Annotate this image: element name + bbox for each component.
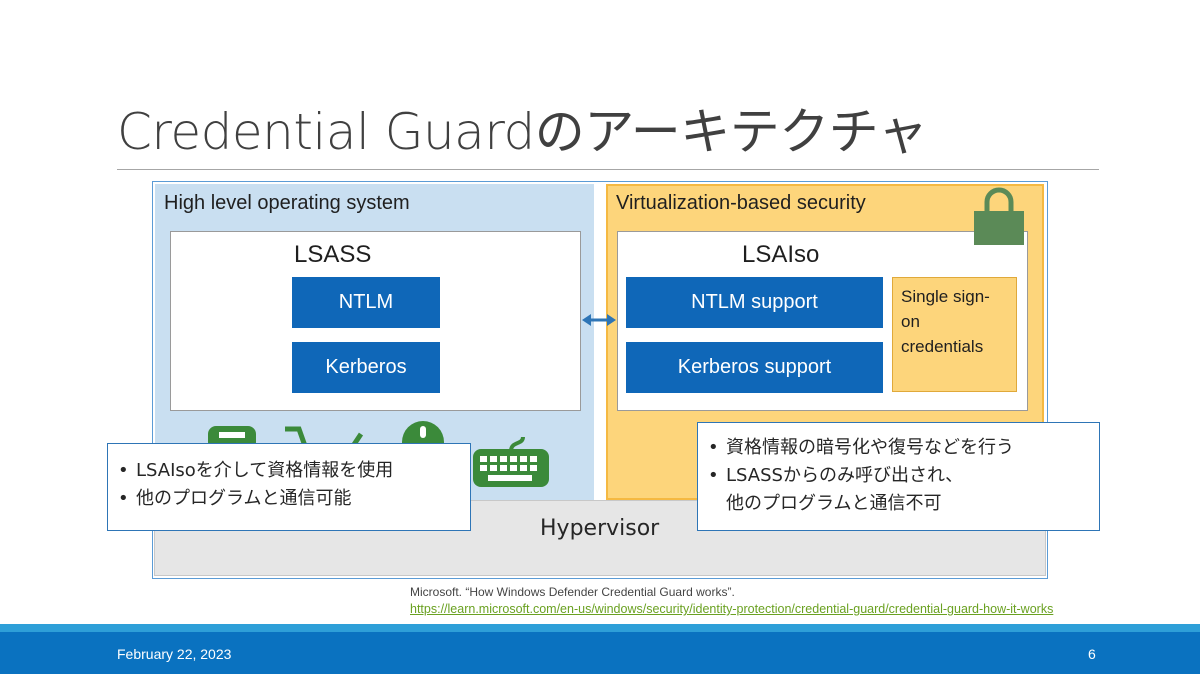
callout-bullet: 資格情報の暗号化や復号などを行う bbox=[708, 434, 1089, 462]
callout-bullet: LSAIsoを介して資格情報を使用 bbox=[118, 457, 460, 485]
source-link[interactable]: https://learn.microsoft.com/en-us/window… bbox=[410, 602, 1054, 616]
kerberos-component: Kerberos bbox=[292, 342, 440, 393]
bidirectional-arrow-icon bbox=[582, 314, 616, 326]
sso-line: credentials bbox=[901, 337, 984, 356]
sso-line: on bbox=[901, 312, 920, 331]
ntlm-component: NTLM bbox=[292, 277, 440, 328]
callout-bullet: LSASSからのみ呼び出され、 bbox=[708, 462, 1089, 490]
source-citation: Microsoft. “How Windows Defender Credent… bbox=[410, 585, 735, 599]
lsaiso-callout: 資格情報の暗号化や復号などを行う LSASSからのみ呼び出され、 他のプログラム… bbox=[697, 422, 1100, 531]
mouse-icon bbox=[402, 421, 444, 450]
footer-date: February 22, 2023 bbox=[117, 646, 232, 662]
lsass-label: LSASS bbox=[294, 241, 372, 268]
padlock-icon bbox=[974, 187, 1024, 245]
footer-bar bbox=[0, 632, 1200, 674]
keyboard-icon bbox=[473, 437, 549, 487]
single-sign-on-credentials-box: Single sign- on credentials bbox=[892, 277, 1017, 392]
callout-continuation: 他のプログラムと通信不可 bbox=[726, 493, 942, 514]
lsaiso-label: LSAIso bbox=[742, 241, 820, 268]
footer-accent-strip bbox=[0, 624, 1200, 632]
high-level-os-label: High level operating system bbox=[164, 192, 410, 214]
lsass-callout: LSAIsoを介して資格情報を使用 他のプログラムと通信可能 bbox=[107, 443, 471, 531]
callout-bullet: 他のプログラムと通信可能 bbox=[118, 485, 460, 513]
ntlm-support-component: NTLM support bbox=[626, 277, 883, 328]
vbs-label: Virtualization-based security bbox=[616, 192, 866, 214]
title-divider bbox=[117, 169, 1099, 170]
slide-title: Credential Guardのアーキテクチャ bbox=[117, 103, 928, 161]
hypervisor-label: Hypervisor bbox=[540, 516, 660, 541]
page-number: 6 bbox=[1088, 646, 1096, 662]
kerberos-support-component: Kerberos support bbox=[626, 342, 883, 393]
sso-line: Single sign- bbox=[901, 287, 990, 306]
